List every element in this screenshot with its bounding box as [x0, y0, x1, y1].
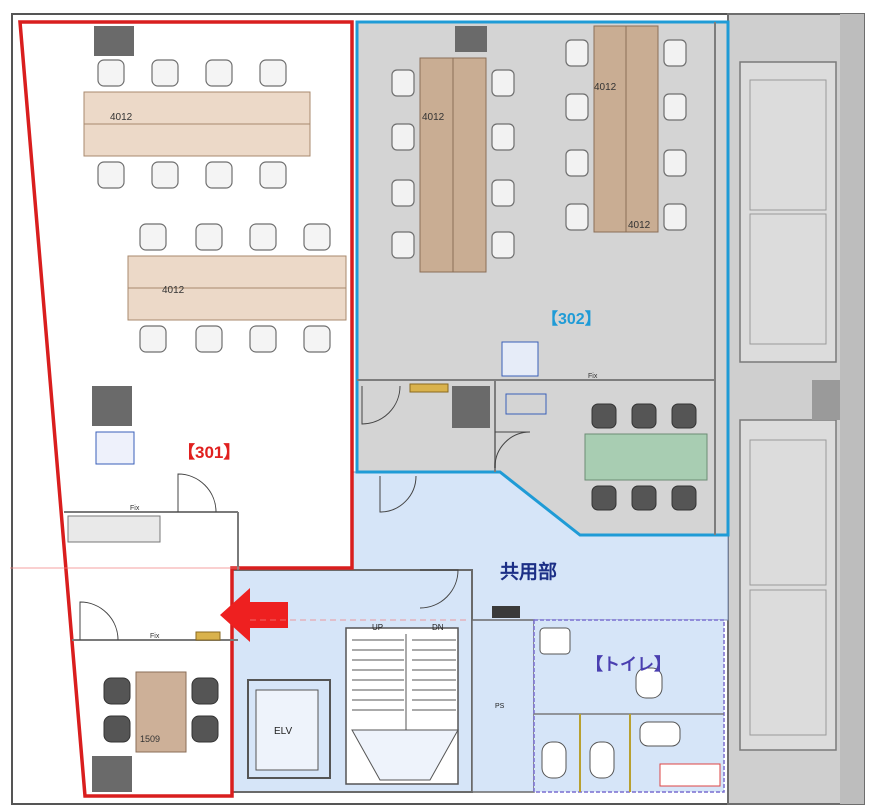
fix-label-2: Fix — [150, 633, 160, 640]
elevator-car — [255, 689, 319, 771]
doors-common — [379, 475, 459, 609]
ps-label: PS — [495, 703, 505, 710]
desk-1509-label: 1509 — [140, 734, 160, 744]
right-structure — [727, 13, 865, 805]
fix-label-1: Fix — [130, 505, 140, 512]
stair-up-label: UP — [372, 623, 383, 632]
doors-301 — [79, 473, 217, 641]
chairs-301 — [97, 59, 331, 353]
column-301-bottom — [92, 756, 132, 792]
ps-floor — [471, 619, 535, 793]
toilet-fixtures — [534, 627, 724, 792]
room-302-partitions — [357, 22, 716, 535]
desk-1509 — [135, 671, 187, 753]
toilet-label: 【トイレ】 — [586, 654, 671, 675]
chairs-1509 — [103, 677, 219, 743]
elevator-label: ELV — [274, 726, 292, 737]
mailbox — [492, 606, 520, 618]
copy-area-302 — [505, 393, 547, 415]
fix-label-3: Fix — [588, 373, 598, 380]
shelf-302 — [409, 383, 449, 393]
column-302-top — [455, 26, 487, 52]
column-302-mid — [452, 386, 490, 428]
common-area-label: 共用部 — [500, 560, 557, 583]
desk-301-b-label: 4012 — [162, 285, 185, 296]
stair-landing — [351, 729, 459, 781]
desk-301-a-label: 4012 — [110, 112, 133, 123]
room-301-label: 【301】 — [178, 442, 240, 462]
desk-302-a-label: 4012 — [422, 112, 445, 123]
sink-302 — [501, 341, 539, 377]
column-301-top — [94, 26, 134, 56]
printer-301 — [95, 431, 135, 465]
desk-302-c-label: 4012 — [628, 220, 651, 231]
room-302-label: 【302】 — [542, 310, 601, 328]
column-301-mid — [92, 386, 132, 426]
desk-302-b-label: 4012 — [594, 82, 617, 93]
guide-lines — [10, 567, 470, 621]
meeting-chairs-302 — [591, 403, 697, 511]
shelf-301 — [195, 631, 221, 641]
stair-dn-label: DN — [432, 623, 444, 632]
counter-301 — [67, 515, 161, 543]
stair-treads — [352, 634, 456, 730]
chairs-302 — [391, 39, 687, 259]
doors-302 — [361, 385, 531, 469]
meeting-table-302 — [584, 433, 708, 481]
entrance-arrow — [220, 588, 288, 642]
